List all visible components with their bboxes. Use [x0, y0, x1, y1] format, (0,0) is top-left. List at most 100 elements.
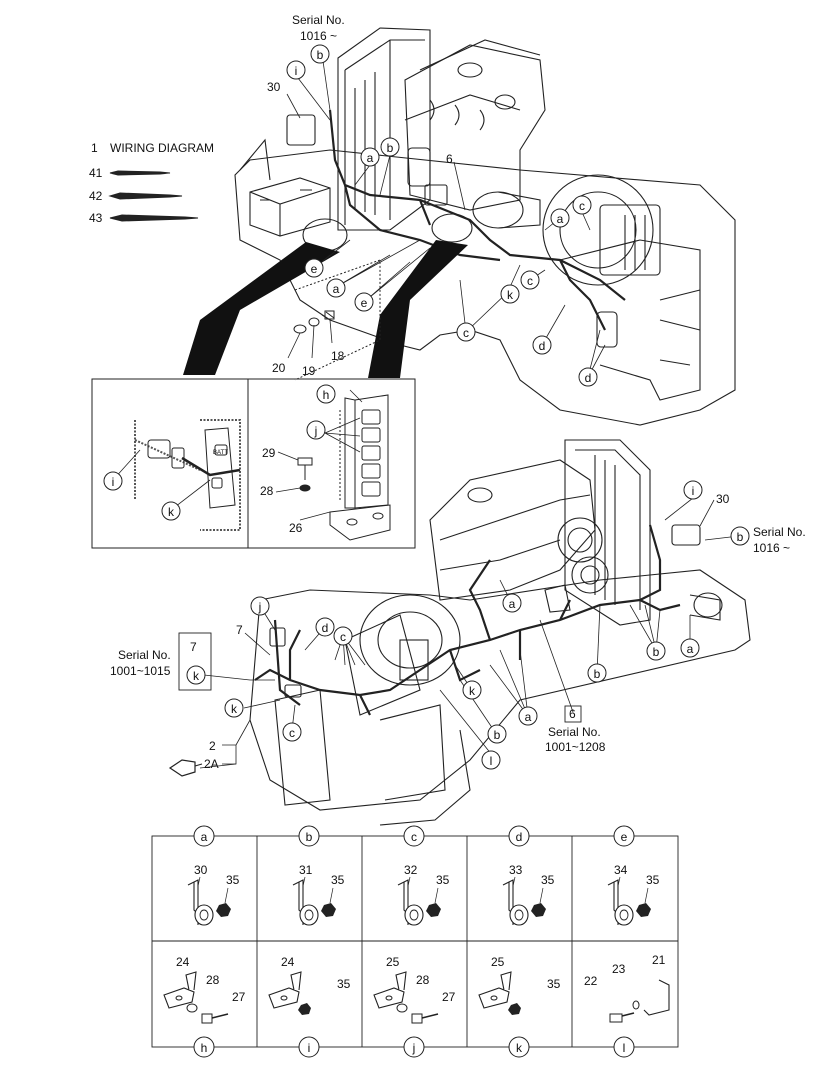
callout-a: a — [518, 706, 538, 726]
svg-text:28: 28 — [416, 973, 430, 987]
top-fastener-group — [293, 259, 381, 381]
callout-k: k — [500, 284, 520, 304]
svg-text:35: 35 — [547, 977, 561, 991]
leader-lines — [112, 53, 740, 769]
callout-letter: b — [737, 530, 744, 544]
clamp-number: 30 — [194, 863, 208, 877]
top-engine-assembly — [234, 27, 736, 426]
callout-letter: e — [311, 262, 318, 276]
detail-inset — [91, 378, 416, 549]
callout-h: h — [316, 384, 336, 404]
callout-a: a — [680, 638, 700, 658]
top-battery — [249, 177, 331, 237]
callout-letter: i — [112, 475, 115, 489]
serial-mid-box — [564, 705, 582, 723]
callout-j: j — [250, 596, 270, 616]
callout-letter: b — [494, 728, 501, 742]
callout-k: k — [224, 698, 244, 718]
top-transmission — [542, 174, 654, 286]
table-header-c: c — [403, 825, 425, 847]
callout-c: c — [282, 722, 302, 742]
top-engine-block — [404, 44, 546, 211]
svg-text:h: h — [201, 1041, 208, 1055]
callout-letter: b — [387, 141, 394, 155]
callout-j: j — [306, 420, 326, 440]
callout-letter: c — [579, 199, 585, 213]
callout-letter: c — [340, 630, 346, 644]
svg-text:35: 35 — [337, 977, 351, 991]
svg-text:i: i — [308, 1041, 311, 1055]
callout-d: d — [532, 335, 552, 355]
bottom-engine-block — [429, 459, 596, 601]
svg-text:k: k — [516, 1041, 523, 1055]
table-header-e: e — [613, 825, 635, 847]
svg-text:c: c — [411, 830, 417, 844]
callout-k: k — [462, 680, 482, 700]
callout-d: d — [315, 617, 335, 637]
callout-letter: k — [193, 669, 200, 683]
bottom-part-7-boxed: 7 — [190, 640, 197, 654]
serial-left-box — [178, 632, 212, 691]
inset-part-28: 28 — [260, 484, 274, 498]
callout-letter: b — [653, 645, 660, 659]
callout-a: a — [326, 278, 346, 298]
bottom-part-2: 2 — [209, 739, 216, 753]
bottom-serial-r1: Serial No. — [753, 525, 806, 539]
callout-b: b — [646, 641, 666, 661]
bottom-serial-r2: 1016 ~ — [753, 541, 790, 555]
callout-letter: c — [527, 274, 533, 288]
table-header-b: b — [298, 825, 320, 847]
callout-b: b — [487, 724, 507, 744]
bottom-serial-l1: Serial No. — [118, 648, 171, 662]
svg-text:25: 25 — [386, 955, 400, 969]
top-part-30: 30 — [267, 80, 281, 94]
tie-wraps — [108, 170, 199, 222]
top-part-6: 6 — [446, 152, 453, 166]
table-header-a: a — [193, 825, 215, 847]
callout-letter: a — [557, 212, 564, 226]
inset-part-29: 29 — [262, 446, 276, 460]
svg-text:22: 22 — [584, 974, 598, 988]
table-footer-j: j — [403, 1036, 425, 1058]
bottom-serial-m1: Serial No. — [548, 725, 601, 739]
callout-c: c — [333, 626, 353, 646]
svg-text:23: 23 — [612, 962, 626, 976]
callout-letter: j — [258, 600, 262, 614]
callout-letter: d — [322, 621, 329, 635]
nut-number: 35 — [226, 873, 240, 887]
callout-e: e — [354, 292, 374, 312]
callout-b: b — [587, 663, 607, 683]
callout-letter: a — [367, 151, 374, 165]
top-serial-line2: 1016 ~ — [300, 29, 337, 43]
tie-wrap-42 — [108, 192, 183, 200]
nut-number: 35 — [331, 873, 345, 887]
clamp-number: 34 — [614, 863, 628, 877]
callout-a: a — [550, 208, 570, 228]
bottom-part-7: 7 — [236, 623, 243, 637]
bottom-part-2a: 2A — [204, 757, 219, 771]
top-part-19: 19 — [302, 364, 316, 378]
magnifier-beams — [183, 240, 468, 378]
top-serial-line1: Serial No. — [292, 13, 345, 27]
callout-letter: i — [295, 64, 298, 78]
bottom-part-30: 30 — [716, 492, 730, 506]
callout-letter: j — [314, 424, 318, 438]
tie-42-label: 42 — [89, 189, 103, 203]
nut-number: 35 — [436, 873, 450, 887]
callout-b: b — [730, 526, 750, 546]
callout-b: b — [310, 44, 330, 64]
labels: 1 WIRING DIAGRAM 41 42 43 Serial No. 101… — [89, 13, 806, 771]
callout-letter: k — [231, 702, 238, 716]
callout-letter: a — [687, 642, 694, 656]
top-part-20: 20 — [272, 361, 286, 375]
tie-41-label: 41 — [89, 166, 103, 180]
bottom-serial-m2: 1001~1208 — [545, 740, 606, 754]
svg-text:b: b — [306, 830, 313, 844]
